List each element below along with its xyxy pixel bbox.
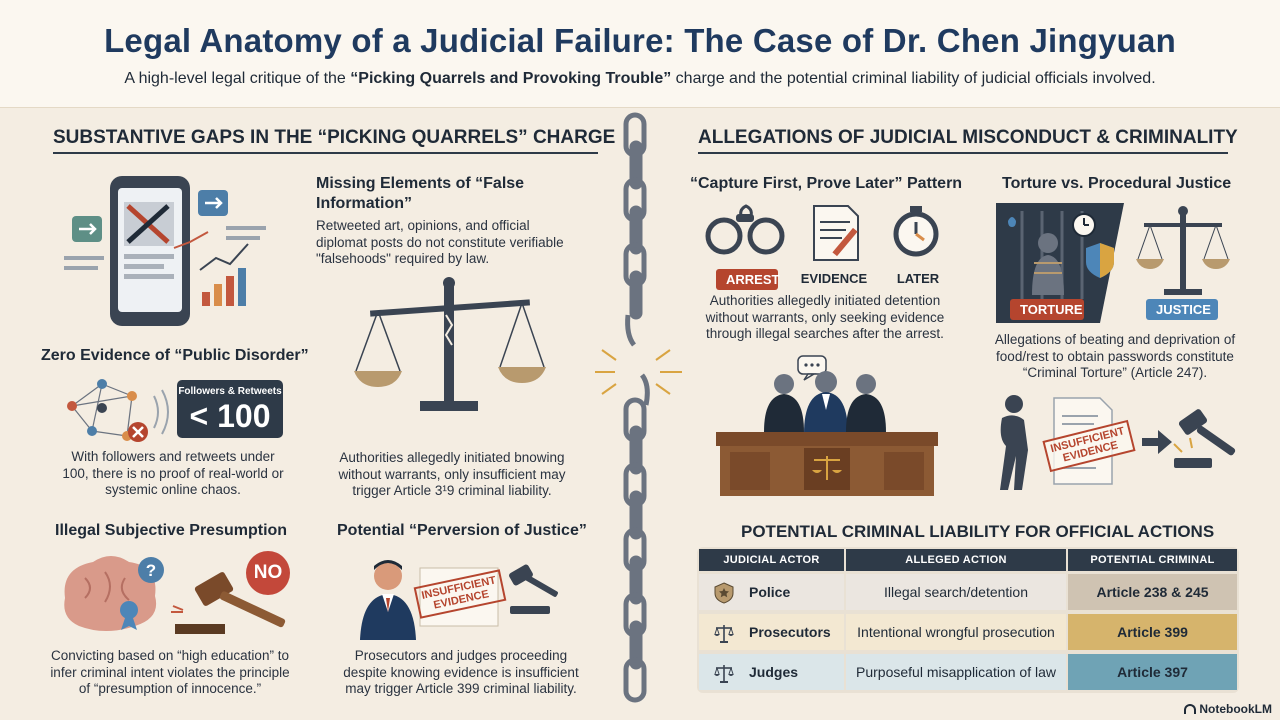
left-section-heading: SUBSTANTIVE GAPS IN THE “PICKING QUARREL… [53,127,616,148]
police-badge-icon [714,582,734,604]
justice-label: JUSTICE [1146,299,1218,320]
presumption-title: Illegal Subjective Presumption [55,522,288,539]
broken-chain-icon [595,112,682,703]
police-label: Police [749,584,791,600]
page-subtitle: A high-level legal critique of the “Pick… [0,70,1280,88]
false-info-body: Retweeted art, opinions, and official di… [316,218,564,266]
public-disorder-title: Zero Evidence of “Public Disorder” [41,347,309,364]
later-label: LATER [896,271,940,286]
torture-justice-icon [996,203,1230,323]
false-info-title: Missing Elements of “False Information” [316,175,525,212]
arrest-evidence-later-icons [705,204,939,261]
followers-badge-value: < 100 [189,398,271,434]
prosecutors-label: Prosecutors [749,624,831,640]
table-row-police-charge: Article 238 & 245 [1068,574,1237,610]
subtitle-post: charge and the potential criminal liabil… [671,70,1156,87]
perversion-title: Potential “Perversion of Justice” [337,522,587,539]
torture-label: TORTURE [1010,299,1084,320]
table-header-action: ALLEGED ACTION [846,549,1066,571]
table-row-police-action: Illegal search/detention [846,574,1066,610]
scale-icon [714,625,734,643]
phone-retweet-icon [64,176,266,326]
table-header-charge: POTENTIAL CRIMINAL CHARGE [1068,549,1237,588]
scale-icon-judges [714,665,734,683]
liability-table: JUDICIAL ACTOR ALLEGED ACTION POTENTIAL … [697,547,1239,693]
presumption-body: Convicting based on “high education” to … [50,648,290,696]
capture-title: “Capture First, Prove Later” Pattern [690,175,963,192]
liability-title: POTENTIAL CRIMINAL LIABILITY FOR OFFICIA… [741,522,1215,541]
broken-scale-icon [354,277,546,411]
no-badge: NO [246,551,290,595]
followers-badge-label: Followers & Retweets [178,386,282,397]
table-row-judges-actor: Judges [699,654,844,690]
perversion-body: Prosecutors and judges proceeding despit… [343,648,579,696]
svg-text:?: ? [146,561,156,580]
brain-gavel-icon: ? [64,556,286,634]
table-row-judges-action: Purposeful misapplication of law [846,654,1066,690]
notebooklm-icon [1184,704,1197,714]
evidence-label: EVIDENCE [800,271,868,286]
left-section-rule [53,152,598,154]
table-row-judges-charge: Article 397 [1068,654,1237,690]
official-stamp-icon [360,560,558,640]
scale-body-text: Authorities allegedly initiated bnowing … [338,450,566,498]
table-row-police-actor: Police [699,574,844,610]
table-row-prosecutors-action: Intentional wrongful prosecution [846,614,1066,650]
table-row-prosecutors-charge: Article 399 [1068,614,1237,650]
table-row-prosecutors-actor: Prosecutors [699,614,844,650]
followers-badge: Followers & Retweets < 100 [177,380,283,438]
torture-body: Allegations of beating and deprivation o… [994,332,1236,380]
right-section-rule [698,152,1228,154]
header: Legal Anatomy of a Judicial Failure: The… [0,0,1280,108]
public-disorder-body: With followers and retweets under 100, t… [62,449,284,497]
brand-label: NotebookLM [1199,702,1272,716]
arrest-label: ARREST [716,269,779,290]
subtitle-pre: A high-level legal critique of the [124,70,351,87]
judges-label: Judges [749,664,799,680]
page-title: Legal Anatomy of a Judicial Failure: The… [104,22,1176,59]
torture-title: Torture vs. Procedural Justice [1002,175,1232,192]
subtitle-bold: “Picking Quarrels and Provoking Trouble” [350,70,672,87]
courtroom-judges-icon [716,355,938,496]
notebooklm-logo: NotebookLM [1184,702,1272,716]
capture-body: Authorities allegedly initiated detentio… [705,293,945,341]
table-header-actor: JUDICIAL ACTOR [699,549,844,571]
right-section-heading: ALLEGATIONS OF JUDICIAL MISCONDUCT & CRI… [698,127,1238,148]
network-icon [67,379,169,442]
